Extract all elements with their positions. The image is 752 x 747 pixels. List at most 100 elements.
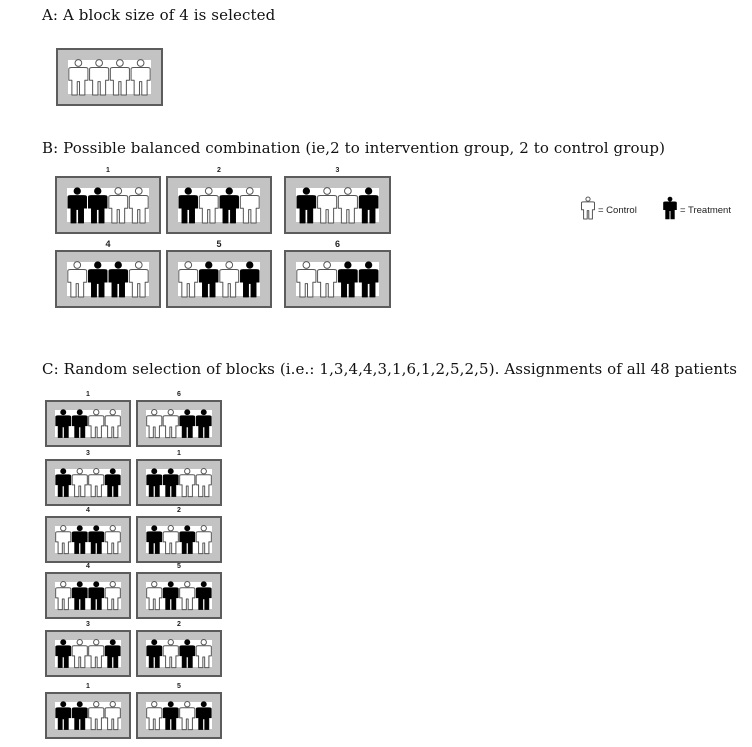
person-head: [93, 468, 100, 475]
person-head: [151, 468, 158, 475]
heading-section-c: C: Random selection of blocks (i.e.: 1,3…: [42, 360, 738, 378]
control-person-icon: [88, 701, 105, 731]
person-head: [114, 187, 123, 195]
person-head: [200, 468, 207, 475]
person-head: [364, 261, 373, 269]
person-head: [184, 187, 192, 195]
sequence-block-11: [45, 692, 131, 739]
treatment-person-icon: [179, 525, 196, 554]
person-head: [184, 701, 191, 708]
person-body: [88, 587, 105, 610]
person-body: [146, 474, 163, 497]
control-person-icon: [88, 468, 105, 498]
person-head: [585, 196, 591, 202]
block-figures: [55, 525, 121, 555]
person-head: [109, 701, 116, 708]
person-head: [200, 409, 207, 416]
person-head: [344, 187, 352, 195]
legend-treatment-label: = Treatment: [680, 205, 731, 216]
combination-block-3: [284, 176, 391, 234]
person-head: [167, 409, 174, 416]
person-body: [219, 195, 239, 224]
person-body: [179, 531, 196, 554]
person-body: [162, 531, 179, 555]
person-body: [67, 195, 87, 224]
person-head: [184, 639, 191, 646]
person-body: [55, 474, 72, 497]
person-head: [109, 581, 116, 588]
treatment-person-icon: [179, 409, 196, 438]
person-head: [246, 261, 254, 269]
person-body: [71, 474, 88, 498]
person-body: [317, 194, 338, 224]
control-person-icon: [162, 639, 179, 669]
person-body: [55, 707, 72, 730]
person-body: [71, 415, 88, 438]
person-body: [55, 415, 72, 438]
person-body: [71, 531, 88, 554]
person-head: [151, 525, 158, 532]
person-outline-icon: [581, 196, 595, 220]
person-head: [60, 409, 67, 416]
person-body: [195, 587, 212, 610]
sequence-block-2: [136, 400, 222, 447]
combination-block-6: [284, 250, 391, 308]
treatment-person-icon: [178, 187, 198, 224]
person-body: [88, 531, 105, 554]
person-body: [146, 707, 163, 731]
block-figures: [55, 701, 121, 731]
person-head: [200, 581, 207, 588]
control-person-icon: [71, 468, 88, 498]
treatment-person-icon: [338, 261, 358, 298]
control-person-icon: [104, 581, 121, 611]
person-body: [338, 269, 358, 298]
treatment-person-icon: [104, 639, 121, 668]
person-head: [109, 639, 116, 646]
person-body: [198, 194, 219, 224]
person-head: [364, 187, 373, 195]
person-body: [195, 531, 212, 555]
person-body: [195, 707, 212, 730]
person-head: [116, 59, 124, 67]
control-person-icon: [104, 701, 121, 731]
person-body: [104, 415, 121, 439]
heading-section-b: B: Possible balanced combination (ie,2 t…: [42, 139, 666, 157]
person-body: [68, 66, 89, 96]
person-head: [167, 639, 174, 646]
person-head: [94, 261, 102, 269]
treatment-person-icon: [146, 639, 163, 668]
block-figures: [296, 261, 379, 298]
sequence-block-4: [136, 459, 222, 506]
control-person-icon: [179, 468, 196, 498]
control-person-icon: [179, 701, 196, 731]
combination-block-1: [55, 176, 161, 234]
treatment-person-icon: [296, 187, 317, 224]
person-head: [94, 187, 102, 195]
control-person-icon: [88, 409, 105, 439]
person-head: [60, 639, 67, 646]
control-person-icon: [195, 525, 212, 555]
person-body: [128, 268, 149, 298]
treatment-person-icon: [55, 639, 72, 668]
person-head: [151, 581, 158, 588]
block-figures: [146, 525, 212, 555]
person-head: [184, 581, 191, 588]
block-figures: [55, 409, 121, 439]
control-person-icon: [68, 59, 89, 96]
person-head: [167, 701, 174, 708]
person-body: [146, 415, 163, 439]
treatment-person-icon: [71, 581, 88, 610]
control-person-icon: [195, 468, 212, 498]
treatment-person-icon: [199, 261, 219, 298]
sequence-block-10: [136, 630, 222, 677]
person-body: [88, 415, 105, 439]
block-number-label: 2: [217, 167, 221, 174]
person-body: [162, 707, 179, 730]
block-number-label: 4: [105, 239, 111, 249]
person-body: [162, 415, 179, 439]
block-number-label: 6: [334, 239, 340, 249]
person-body: [179, 645, 196, 668]
person-body: [104, 474, 121, 497]
person-head: [344, 261, 352, 269]
person-head: [93, 639, 100, 646]
